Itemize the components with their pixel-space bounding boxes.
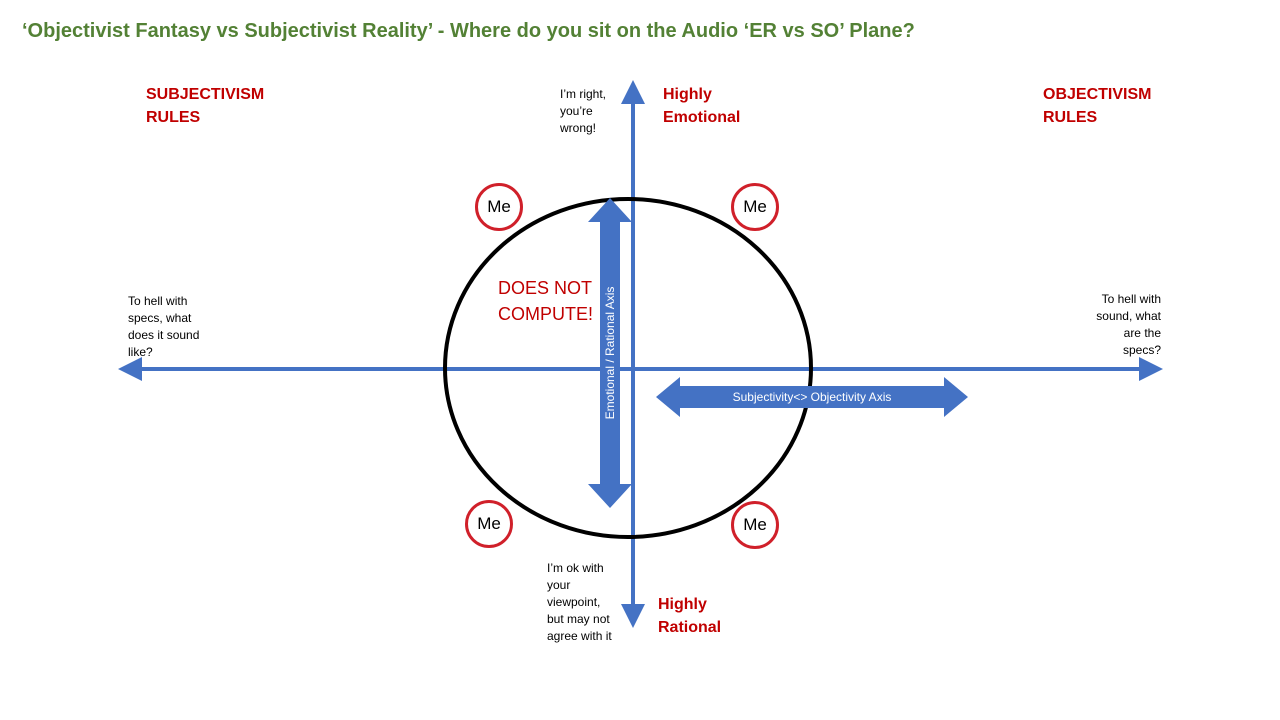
me-badge-top-right: Me <box>731 183 779 231</box>
note-right-wrong: I’m right, you’re wrong! <box>560 87 607 135</box>
vertical-axis-label: Emotional / Rational Axis <box>603 287 617 420</box>
does-not-compute-text: DOES NOT COMPUTE! <box>498 278 594 324</box>
me-badge-bottom-left: Me <box>465 500 513 548</box>
horizontal-main-axis <box>118 357 1163 381</box>
vertical-main-axis <box>621 80 645 628</box>
note-sound-first: To hell with specs, what does it sound l… <box>128 294 200 359</box>
note-specs-first: To hell with sound, what are the specs? <box>1096 292 1161 357</box>
me-badge-top-left: Me <box>475 183 523 231</box>
subjectivity-objectivity-arrow <box>656 377 968 417</box>
note-ok-viewpoint: I’m ok with your viewpoint, but may not … <box>547 561 612 643</box>
me-badge-bottom-right: Me <box>731 501 779 549</box>
highly-rational-label: Highly Rational <box>658 596 722 636</box>
diagram-title: ‘Objectivist Fantasy vs Subjectivist Rea… <box>22 20 915 42</box>
subjectivism-rules-label: SUBJECTIVISM RULES <box>146 86 265 126</box>
highly-emotional-label: Highly Emotional <box>663 86 741 126</box>
horizontal-axis-label: Subjectivity<> Objectivity Axis <box>733 390 892 404</box>
center-circle <box>443 197 813 539</box>
emotional-rational-arrow <box>588 198 632 508</box>
objectivism-rules-label: OBJECTIVISM RULES <box>1043 86 1152 126</box>
